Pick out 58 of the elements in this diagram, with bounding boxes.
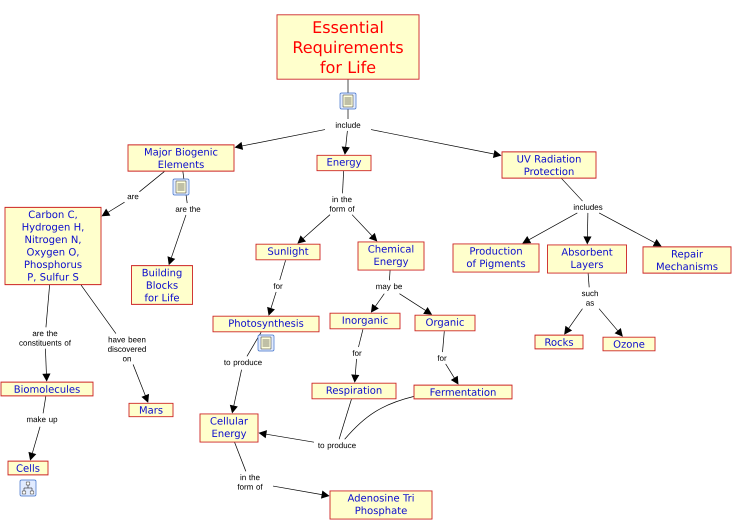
concept-box: Absorbent Layers [547, 244, 627, 274]
concept-box: Mars [128, 402, 174, 418]
linking-phrase: to produce [224, 359, 262, 367]
connector [46, 284, 50, 328]
linking-phrase: may be [376, 283, 402, 291]
concept-box: Carbon C, Hydrogen H, Nitrogen N, Oxygen O, Phosphorus P, Sulfur S [4, 206, 102, 286]
linking-phrase: to produce [318, 442, 356, 450]
connector [279, 260, 286, 280]
linking-phrase: are the [176, 206, 200, 212]
concept-box: Biomolecules [0, 382, 94, 396]
connector [182, 171, 188, 204]
concept-box: Building Blocks for Life [131, 265, 193, 305]
connector [442, 330, 445, 352]
connector [234, 442, 246, 472]
connector [139, 171, 165, 192]
linking-phrase: are [128, 194, 138, 200]
connector [80, 284, 116, 334]
connector [561, 178, 583, 202]
concept-box: Repair Mechanisms [642, 246, 732, 274]
concept-box: Rocks [534, 334, 584, 350]
connector [358, 328, 364, 348]
connector [588, 273, 590, 288]
concept-box: Inorganic [330, 312, 400, 330]
concept-box: Organic [414, 314, 476, 332]
linking-phrase: in the form of [237, 474, 263, 490]
linking-phrase: in the form of [329, 196, 355, 212]
linking-phrase: such as [582, 290, 598, 306]
connector [342, 170, 344, 194]
linking-phrase: make up [26, 416, 58, 424]
connector [338, 398, 352, 440]
concept-box: Respiration [312, 382, 396, 400]
linking-phrase: for [437, 355, 447, 361]
linking-phrase: are the constituents of [19, 330, 72, 346]
linking-phrase: includes [574, 204, 602, 210]
concept-box: Sunlight [256, 244, 320, 260]
linking-phrase: have been discovered on [108, 336, 146, 362]
connector [344, 396, 414, 440]
concept-box: Major Biogenic Elements [128, 144, 234, 172]
concept-box: Energy [316, 154, 372, 172]
concept-box: UV Radiation Protection [502, 151, 596, 179]
concept-box: Chemical Energy [358, 241, 424, 271]
connector [230, 369, 242, 414]
connector [246, 332, 262, 357]
title-box: Essential Requirements for Life [276, 14, 420, 80]
concept-box: Photosynthesis [212, 316, 320, 332]
concept-box: Production of Pigments [452, 243, 540, 273]
connector [42, 396, 46, 414]
linking-phrase: include [336, 122, 360, 128]
connector [598, 308, 623, 337]
concept-box: Cellular Energy [200, 413, 258, 443]
connector [352, 214, 378, 242]
linking-phrase: for [352, 350, 362, 356]
concept-box: Fermentation [414, 384, 512, 400]
concept-box: Ozone [602, 336, 656, 352]
concept-box: Cells [8, 460, 48, 476]
connector [389, 270, 390, 281]
concept-box: Adenosine Tri Phosphate [330, 490, 432, 520]
linking-phrase: for [273, 283, 283, 289]
